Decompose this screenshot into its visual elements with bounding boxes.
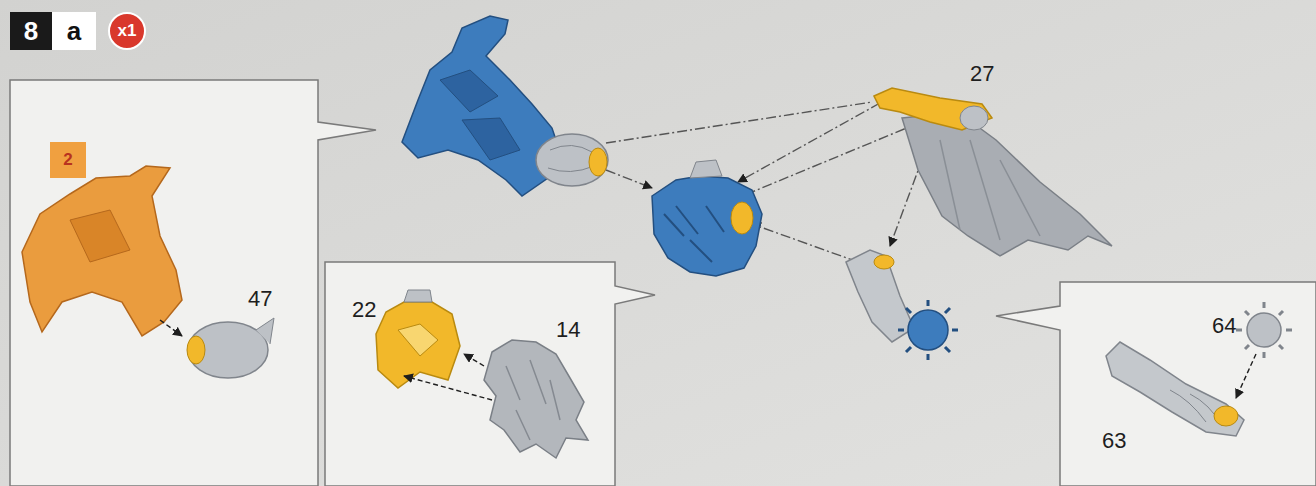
arm-detail [1170, 390, 1222, 426]
torso-body [652, 176, 762, 276]
guide-line [752, 224, 858, 262]
arm-body [846, 250, 914, 342]
mace-head [1247, 313, 1281, 347]
callout-number: 64 [1212, 314, 1236, 338]
mace-head [908, 310, 948, 350]
callout-number: 47 [248, 287, 272, 311]
glue-point [187, 336, 205, 364]
cloak-part [874, 88, 1112, 256]
neck-socket [690, 160, 722, 178]
gauntlet-detail [256, 318, 274, 344]
callout-mace-arm [1106, 302, 1292, 436]
quantity-badge: x1 [108, 12, 146, 50]
gauntlet-part [188, 322, 268, 378]
cloak-folds [940, 140, 1040, 240]
torso-fur [664, 206, 724, 262]
guide-line [606, 170, 652, 188]
badge-text: 8 [24, 17, 38, 46]
collar-part [376, 302, 460, 388]
gauntlet-part [536, 134, 608, 186]
guide-line [738, 103, 880, 182]
build-option-badge: 2 [50, 142, 86, 178]
fit-arrow [1236, 354, 1256, 398]
glue-point [731, 202, 753, 234]
variant-letter: a [52, 12, 96, 50]
badge-text: x1 [118, 22, 137, 41]
torso-part [652, 160, 762, 276]
badge-text: a [67, 17, 81, 46]
glue-point [1214, 406, 1238, 426]
pistol-detail [70, 210, 130, 262]
gauntlet-detail [548, 145, 594, 171]
badge-text: 2 [63, 151, 72, 170]
fit-arrow [464, 354, 484, 366]
neck-socket [404, 290, 432, 302]
callout-number: 14 [556, 318, 580, 342]
callout-pistol [22, 166, 274, 378]
mace-spikes [1236, 302, 1292, 358]
guide-line [606, 102, 872, 143]
callout-panel [325, 262, 655, 486]
callout-number: 63 [1102, 429, 1126, 453]
callout-number: 27 [970, 62, 994, 86]
pistol-arm-highlight [22, 166, 182, 336]
shoulder-pad [960, 106, 988, 130]
step-number: 8 [10, 12, 52, 50]
fit-arrow [404, 376, 492, 400]
pistol-arm-body [402, 16, 560, 196]
callout-number: 22 [352, 298, 376, 322]
fit-arrow [160, 320, 182, 336]
pistol-arm-part [402, 16, 608, 196]
collar-detail [398, 324, 438, 356]
cloak-collar [874, 88, 992, 130]
glue-point [589, 148, 607, 176]
mace-spikes [898, 300, 958, 360]
arm-part [1106, 342, 1244, 436]
callout-panel [996, 282, 1316, 486]
callout-torso [376, 290, 588, 458]
cloak-body [902, 112, 1112, 256]
glue-point [874, 255, 894, 269]
mace-arm-part [846, 250, 958, 360]
fur-detail [506, 360, 560, 440]
fur-part [484, 340, 588, 458]
callout-panel [10, 80, 376, 486]
pistol-detail [440, 70, 520, 160]
